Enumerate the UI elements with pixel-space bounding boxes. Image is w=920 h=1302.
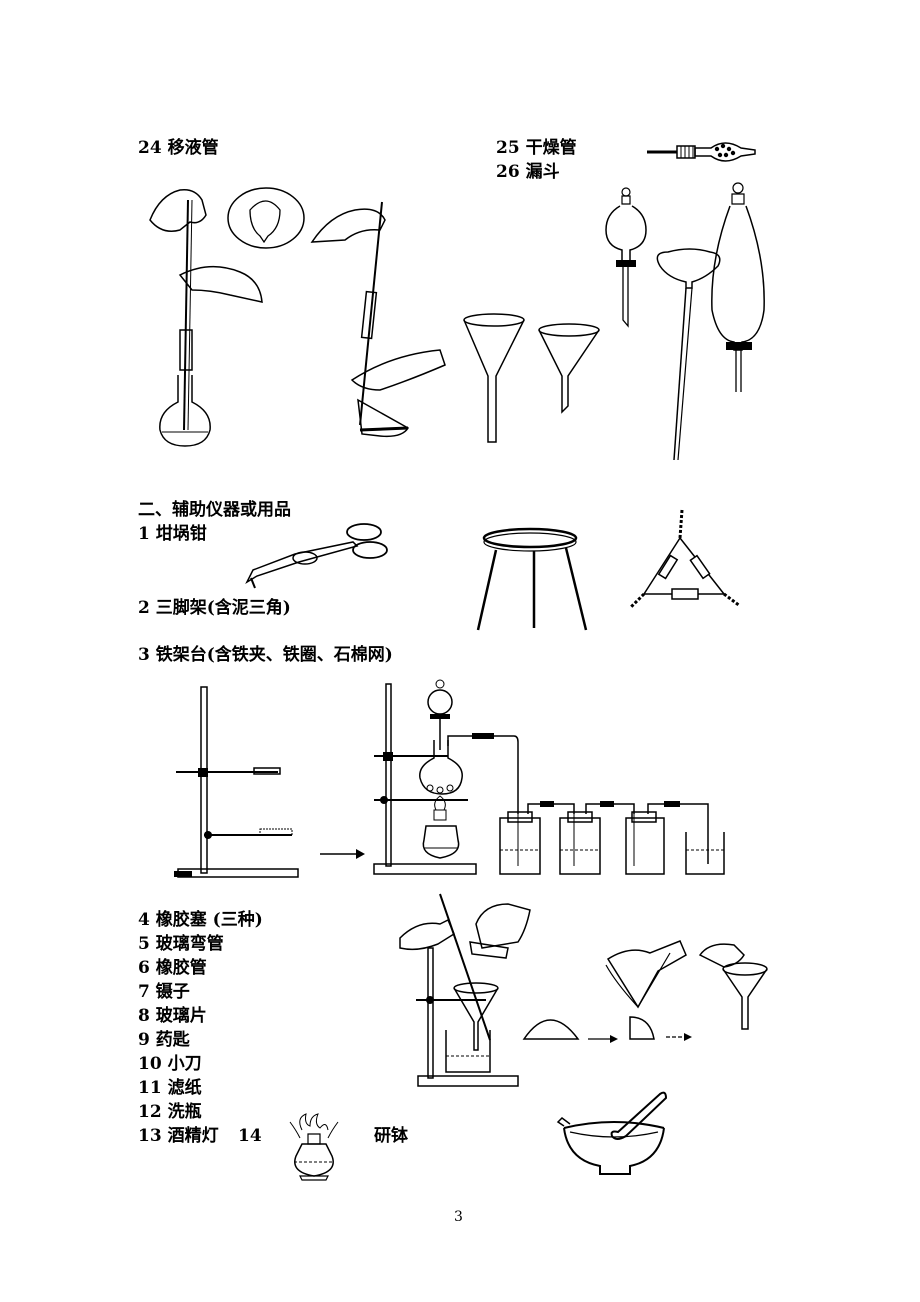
label-iron-stand: 3 铁架台(含铁夹、铁圈、石棉网)	[138, 645, 393, 665]
list-item: 12 洗瓶	[138, 1102, 202, 1122]
clay-triangle-illustration	[628, 508, 743, 618]
list-item: 9 药匙	[138, 1030, 190, 1050]
list-item: 8 玻璃片	[138, 1006, 207, 1026]
label-tripod: 2 三脚架(含泥三角)	[138, 598, 291, 618]
list-item: 4 橡胶塞 (三种)	[138, 910, 263, 930]
label-mortar: 研钵	[374, 1126, 408, 1146]
pipette-illustration	[140, 180, 460, 450]
drying-tube-illustration	[645, 136, 760, 168]
tripod-illustration	[470, 520, 590, 635]
label-alcohol-lamp: 13 酒精灯	[138, 1126, 219, 1146]
filtration-illustration	[398, 890, 538, 1090]
list-item: 10 小刀	[138, 1054, 202, 1074]
mortar-pestle-illustration	[560, 1090, 670, 1180]
list-item: 6 橡胶管	[138, 958, 207, 978]
funnel-illustration	[460, 180, 770, 470]
list-item: 5 玻璃弯管	[138, 934, 224, 954]
label-item14: 14	[238, 1126, 262, 1146]
label-funnel: 26 漏斗	[496, 162, 560, 182]
arrow-icon	[318, 849, 365, 859]
label-pipette: 24 移液管	[138, 138, 219, 158]
label-crucible-tongs: 1 坩埚钳	[138, 524, 207, 544]
list-item: 11 滤纸	[138, 1078, 202, 1098]
gas-apparatus-illustration	[368, 678, 738, 878]
list-item: 7 镊子	[138, 982, 190, 1002]
page-number: 3	[454, 1209, 463, 1225]
label-drying-tube: 25 干燥管	[496, 138, 577, 158]
crucible-tongs-illustration	[245, 520, 390, 590]
alcohol-lamp-illustration	[280, 1112, 348, 1182]
aux-section-heading: 二、辅助仪器或用品	[138, 500, 291, 520]
filter-paper-folding-illustration	[520, 925, 770, 1043]
iron-stand-illustration	[174, 685, 305, 880]
